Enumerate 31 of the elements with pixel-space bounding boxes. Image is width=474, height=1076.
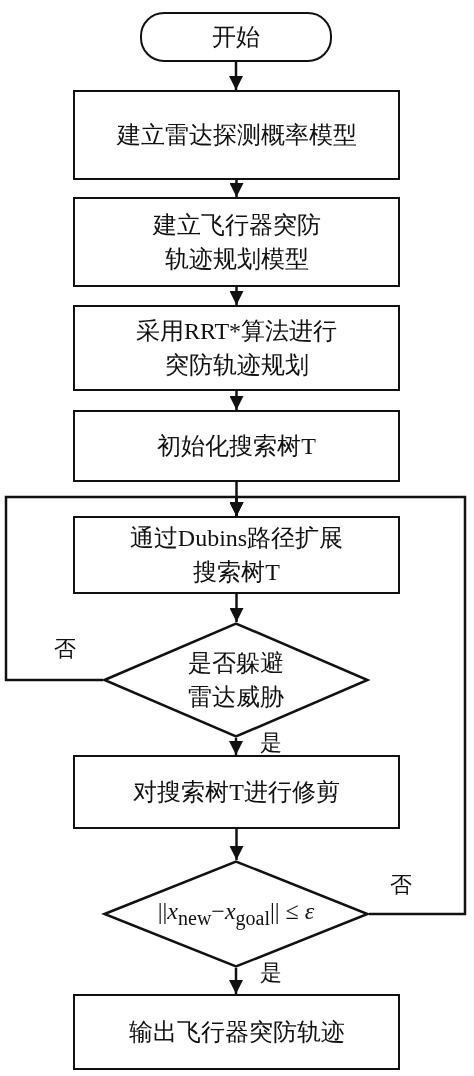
node-label: 开始	[212, 23, 260, 52]
node-label: 是否躲避雷达威胁	[187, 649, 285, 712]
node-label: 通过Dubins路径扩展搜索树T	[128, 524, 345, 587]
node-label: 建立雷达探测概率模型	[116, 121, 357, 150]
arrow	[229, 594, 244, 622]
edge-label: 是	[258, 962, 284, 984]
arrow	[229, 738, 243, 755]
process-box	[73, 755, 400, 829]
node-label: ||x$_{new}$−x$_{goal}$|| ≤ ε	[157, 896, 315, 932]
edge-label: 否	[52, 638, 78, 660]
arrow	[229, 495, 467, 916]
process-box	[73, 410, 400, 482]
edge-label: 是	[258, 732, 284, 754]
node-label: 初始化搜索树T	[157, 432, 316, 461]
arrow	[229, 287, 244, 305]
arrow	[229, 391, 244, 410]
process-box	[73, 90, 400, 180]
start-terminal	[140, 12, 332, 62]
process-box	[73, 516, 400, 594]
node-label: 对搜索树T进行修剪	[133, 778, 340, 807]
edge-label: 否	[388, 874, 414, 896]
node-label: 采用RRT*算法进行突防轨迹规划	[134, 317, 339, 380]
node-label: 输出飞行器突防轨迹	[128, 1018, 345, 1047]
process-box	[73, 305, 400, 391]
arrow	[229, 62, 243, 90]
arrow	[229, 180, 244, 197]
arrow	[229, 968, 243, 994]
node-label: 建立飞行器突防轨迹规划模型	[151, 211, 322, 274]
process-box	[73, 197, 400, 287]
arrow	[229, 829, 244, 860]
process-box	[73, 994, 400, 1070]
